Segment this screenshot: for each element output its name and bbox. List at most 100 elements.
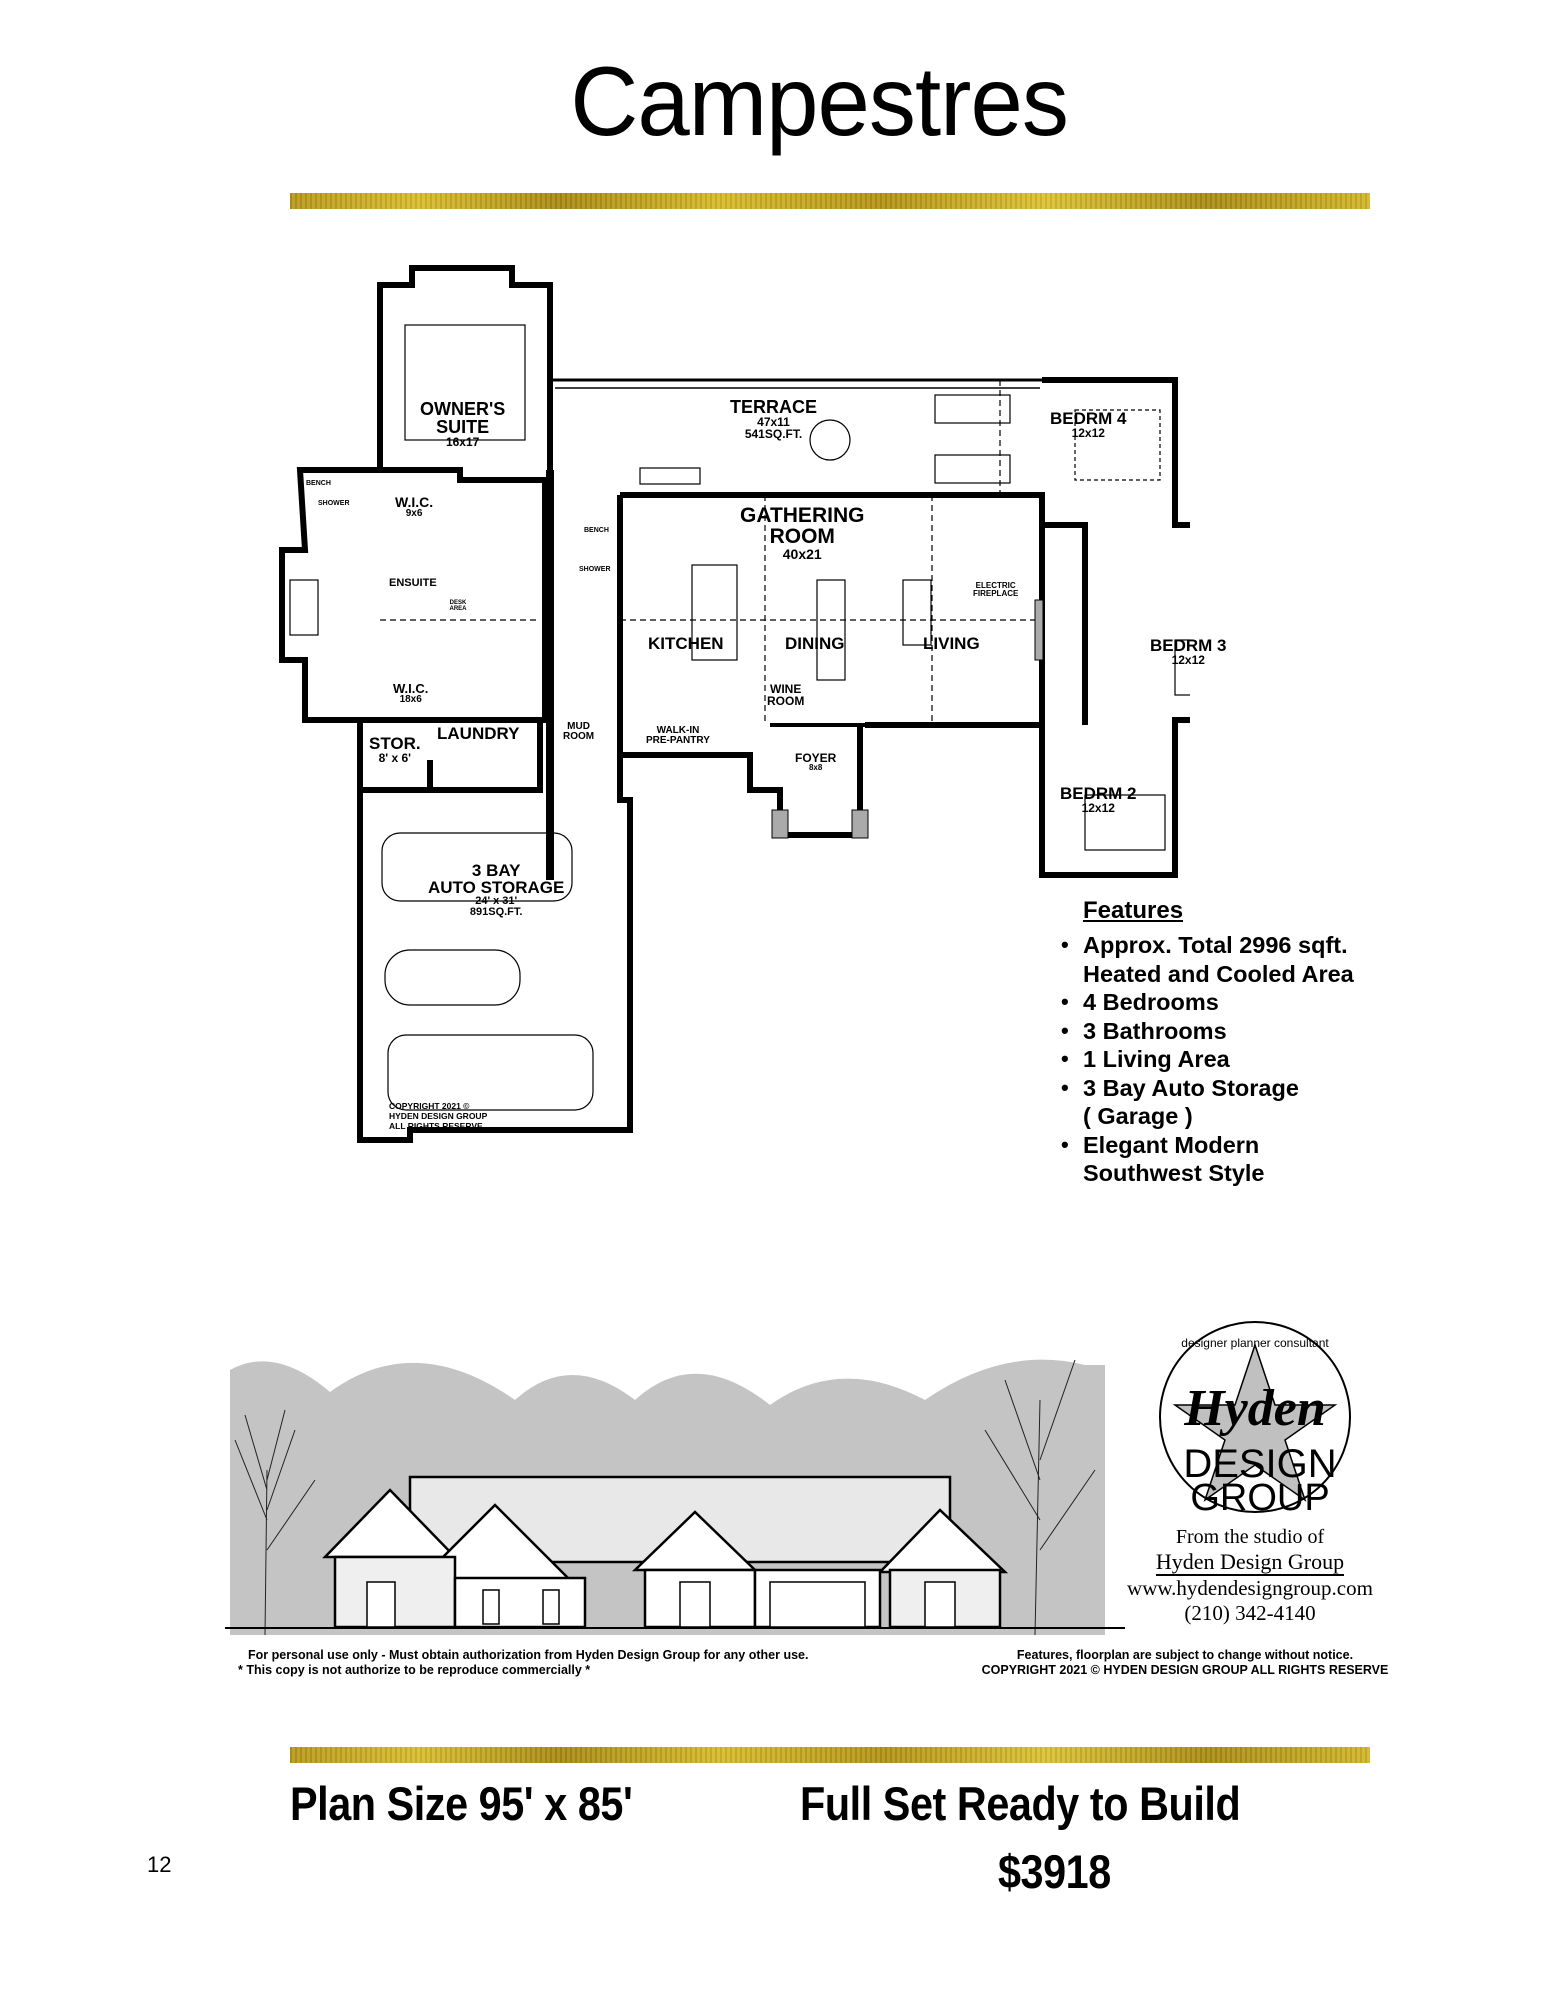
studio-from: From the studio of [1175, 1526, 1325, 1548]
room-name: BEDRM 3 [1150, 636, 1227, 655]
features-list: Features Approx. Total 2996 sqft.Heated … [1057, 897, 1457, 1188]
room-name: GATHERING [740, 504, 865, 527]
room-foyer: FOYER 8x8 [795, 752, 836, 772]
disclaimer-line: For personal use only - Must obtain auth… [248, 1648, 809, 1662]
gold-divider-bottom [290, 1747, 1370, 1763]
room-name: AUTO STORAGE [428, 878, 565, 897]
room-wic-18x6: W.I.C. 18x6 [393, 682, 428, 705]
room-mud-room: MUD ROOM [563, 722, 594, 742]
page-number: 12 [147, 1852, 172, 1877]
room-name: FOYER [795, 751, 837, 765]
feature-text: 3 Bathrooms [1083, 1017, 1227, 1044]
room-name: WINE [770, 682, 802, 696]
svg-text:Hyden: Hyden [1183, 1380, 1326, 1437]
full-set-label: Full Set Ready to Build [800, 1777, 1241, 1830]
feature-text: ( Garage ) [1083, 1103, 1193, 1129]
disclaimer-line: COPYRIGHT 2021 © HYDEN DESIGN GROUP ALL … [981, 1663, 1389, 1677]
room-dimensions: 18x6 [399, 694, 422, 705]
feature-item: Approx. Total 2996 sqft.Heated and Coole… [1057, 931, 1457, 988]
front-elevation-drawing [225, 1359, 1125, 1635]
room-wine-room: WINE ROOM [767, 683, 804, 707]
label-electric-fireplace: ELECTRIC FIREPLACE [973, 582, 1018, 598]
svg-text:GROUP: GROUP [1190, 1477, 1329, 1519]
room-bedroom-3: BEDRM 3 12x12 [1150, 637, 1227, 666]
studio-info: From the studio of Hyden Design Group ww… [1085, 1525, 1415, 1626]
feature-item: 1 Living Area [1057, 1045, 1457, 1074]
room-name: STOR. [369, 734, 421, 753]
room-bedroom-4: BEDRM 4 12x12 [1050, 410, 1127, 439]
disclaimer-line: Features, floorplan are subject to chang… [1016, 1648, 1354, 1662]
room-area: 891SQ.FT. [469, 906, 523, 918]
room-laundry: LAUNDRY [437, 724, 520, 743]
copyright-line: HYDEN DESIGN GROUP [389, 1111, 488, 1121]
feature-text: 3 Bay Auto Storage [1083, 1074, 1299, 1101]
room-name: ROOM [563, 731, 595, 742]
room-dimensions: 8x8 [808, 763, 823, 772]
plan-size: Plan Size 95' x 85' [290, 1777, 633, 1830]
studio-website: www.hydendesigngroup.com [1127, 1576, 1373, 1600]
label-line: ELECTRIC [975, 581, 1016, 590]
room-name: W.I.C. [393, 681, 429, 696]
feature-item: 4 Bedrooms [1057, 988, 1457, 1017]
room-walk-in-pre-pantry: WALK-IN PRE-PANTRY [646, 726, 710, 746]
disclaimer-right: Features, floorplan are subject to chang… [945, 1648, 1425, 1678]
studio-phone: (210) 342-4140 [1184, 1601, 1316, 1625]
room-area: 541SQ.FT. [744, 427, 803, 441]
disclaimer-line: * This copy is not authorize to be repro… [238, 1663, 591, 1677]
feature-text: Heated and Cooled Area [1083, 960, 1354, 987]
label-shower-owner: SHOWER [318, 500, 350, 507]
room-name: MUD [567, 721, 590, 732]
room-dining: DINING [785, 634, 845, 653]
plan-copyright: COPYRIGHT 2021 © HYDEN DESIGN GROUP ALL … [389, 1101, 487, 1131]
room-dimensions: 16x17 [445, 435, 480, 449]
label-shower-mud: SHOWER [579, 566, 611, 573]
room-dimensions: 8' x 6' [378, 751, 412, 765]
room-name: OWNER'S [420, 399, 506, 419]
room-living: LIVING [923, 634, 980, 653]
room-name: TERRACE [730, 397, 818, 417]
feature-text: 4 Bedrooms [1083, 989, 1219, 1015]
copyright-line: ALL RIGHTS RESERVE [389, 1121, 483, 1131]
gold-divider-top [290, 193, 1370, 209]
room-3-bay-auto-storage: 3 BAY AUTO STORAGE 24' x 31' 891SQ.FT. [428, 862, 564, 918]
room-name: ROOM [769, 525, 835, 548]
features-heading: Features [1083, 897, 1184, 924]
room-dimensions: 9x6 [405, 508, 423, 519]
room-name: PRE-PANTRY [646, 735, 710, 746]
room-name: W.I.C. [395, 494, 434, 510]
disclaimer-left: For personal use only - Must obtain auth… [238, 1648, 808, 1678]
feature-text: Southwest Style [1083, 1160, 1265, 1186]
feature-text: Approx. Total 2996 sqft. [1083, 932, 1348, 958]
page-title: Campestres [570, 46, 1069, 156]
svg-text:DESIGN: DESIGN [1183, 1442, 1336, 1486]
feature-text: Elegant Modern [1083, 1131, 1260, 1158]
room-wic-9x6: W.I.C. 9x6 [395, 495, 433, 519]
label-bench-owner: BENCH [306, 480, 331, 487]
feature-text: 1 Living Area [1083, 1046, 1230, 1072]
room-name: BEDRM 2 [1060, 784, 1137, 803]
room-name: WALK-IN [656, 725, 700, 736]
room-dimensions: 12x12 [1071, 426, 1105, 440]
room-name: 3 BAY [471, 861, 521, 880]
room-owners-suite: OWNER'S SUITE 16x17 [420, 400, 505, 448]
label-bench-mud: BENCH [584, 527, 609, 534]
room-name: ROOM [767, 694, 805, 708]
room-dimensions: 12x12 [1081, 801, 1115, 815]
room-terrace: TERRACE 47x11 541SQ.FT. [730, 398, 817, 440]
room-dimensions: 47x11 [757, 415, 790, 429]
floor-plan-drawing [279, 265, 1190, 1143]
copyright-line: COPYRIGHT 2021 © [389, 1101, 470, 1111]
room-kitchen: KITCHEN [648, 634, 724, 653]
room-dimensions: 40x21 [782, 546, 822, 562]
logo-arc-text: designer planner consultant [1181, 1336, 1329, 1350]
label-desk-area: DESK AREA [449, 600, 467, 612]
room-storage: STOR. 8' x 6' [369, 735, 421, 764]
feature-item: 3 Bathrooms [1057, 1017, 1457, 1046]
room-ensuite: ENSUITE [389, 577, 437, 589]
hyden-design-group-logo: designer planner consultant Hyden DESIGN… [1159, 1321, 1351, 1519]
room-name: SUITE [436, 417, 490, 437]
label-line: FIREPLACE [973, 589, 1019, 598]
price: $3918 [998, 1845, 1111, 1898]
feature-item: 3 Bay Auto Storage( Garage ) [1057, 1074, 1457, 1131]
